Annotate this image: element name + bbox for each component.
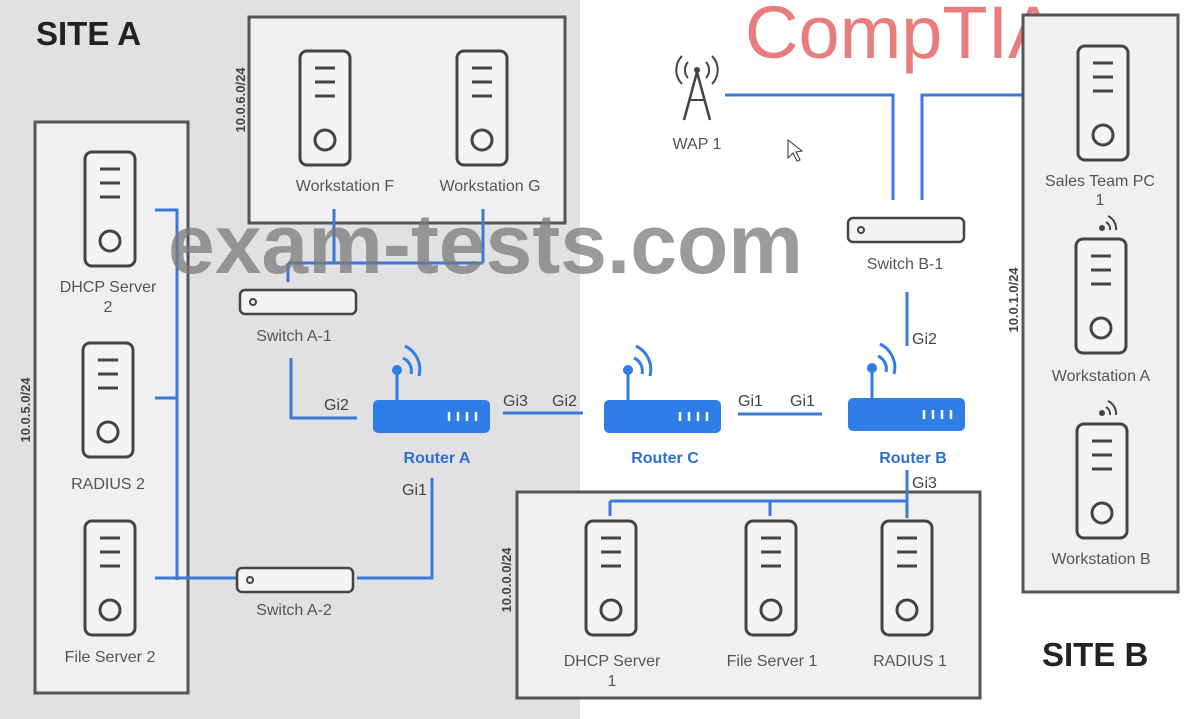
radius-2-label: RADIUS 2: [71, 476, 145, 493]
workstation-switch-links: [286, 209, 485, 282]
dhcp-server-2-label-line2: 2: [104, 299, 113, 316]
router-b-gi3-label: Gi3: [912, 475, 937, 492]
dhcp-server-1-icon[interactable]: [584, 519, 638, 637]
site-b-title: SITE B: [1042, 636, 1148, 673]
site-a-workstation-subnet-box: [247, 15, 567, 225]
router-a-switch-a2-link: [357, 478, 434, 580]
sales-team-pc-1-label-line2: 1: [1096, 192, 1105, 209]
router-b-gi2-label: Gi2: [912, 331, 937, 348]
workstation-a-label: Workstation A: [1052, 368, 1151, 385]
radius-1-label: RADIUS 1: [873, 653, 947, 670]
workstation-b-icon[interactable]: [1075, 422, 1129, 540]
file-server-2-label: File Server 2: [65, 649, 156, 666]
mouse-cursor-icon: [787, 138, 804, 162]
switch-b1-icon[interactable]: [846, 216, 966, 244]
wap-1-icon[interactable]: [675, 55, 719, 121]
file-server-1-label: File Server 1: [727, 653, 818, 670]
switch-a2-icon[interactable]: [235, 566, 355, 594]
router-b-server-links: [608, 470, 909, 518]
dhcp-server-2-label: DHCP Server: [60, 279, 157, 296]
subnet-label-10-0-0: 10.0.0.0/24: [499, 547, 514, 613]
workstation-f-label: Workstation F: [296, 178, 395, 195]
sales-team-pc-1-icon[interactable]: [1076, 44, 1130, 162]
watermark: exam-tests.com: [168, 197, 803, 291]
sales-team-pc-1-label: Sales Team PC: [1045, 173, 1155, 190]
file-server-1-icon[interactable]: [744, 519, 798, 637]
subnet-label-10-0-6: 10.0.6.0/24: [233, 67, 248, 133]
wap-1-label: WAP 1: [673, 136, 722, 153]
subnet-label-10-0-1: 10.0.1.0/24: [1006, 267, 1021, 333]
router-a-label: Router A: [404, 450, 471, 467]
workstation-a-icon[interactable]: [1074, 237, 1128, 355]
site-a-title: SITE A: [36, 15, 141, 52]
dhcp-server-1-label-line2: 1: [608, 673, 617, 690]
workstation-f-icon[interactable]: [298, 49, 352, 167]
comptia-logo: CompTIA: [745, 0, 1058, 74]
router-b-icon[interactable]: [846, 342, 967, 433]
workstation-g-icon[interactable]: [455, 49, 509, 167]
subnet-label-10-0-5: 10.0.5.0/24: [18, 377, 33, 443]
dhcp-server-1-label: DHCP Server: [564, 653, 661, 670]
switch-a1-router-a-link: [289, 358, 357, 420]
router-b-gi1-label: Gi1: [790, 393, 815, 410]
switch-a2-label: Switch A-2: [256, 602, 332, 619]
switch-b1-label: Switch B-1: [867, 256, 944, 273]
router-a-gi1-label: Gi1: [402, 482, 427, 499]
dhcp-server-2-icon[interactable]: [83, 150, 137, 268]
router-c-icon[interactable]: [602, 344, 723, 435]
switch-a1-icon[interactable]: [238, 288, 358, 316]
router-c-gi1-label: Gi1: [738, 393, 763, 410]
radius-2-icon[interactable]: [81, 341, 135, 459]
file-server-2-icon[interactable]: [83, 519, 137, 637]
router-b-label: Router B: [879, 450, 947, 467]
router-a-gi3-label: Gi3: [503, 393, 528, 410]
site-a-server-links: [155, 208, 240, 580]
router-c-label: Router C: [631, 450, 699, 467]
radius-1-icon[interactable]: [880, 519, 934, 637]
router-a-gi2-label: Gi2: [324, 397, 349, 414]
router-c-gi2-label: Gi2: [552, 393, 577, 410]
switch-a1-label: Switch A-1: [256, 328, 332, 345]
switch-b1-uplinks: [725, 93, 1058, 200]
workstation-g-label: Workstation G: [439, 178, 540, 195]
workstation-b-label: Workstation B: [1051, 551, 1150, 568]
